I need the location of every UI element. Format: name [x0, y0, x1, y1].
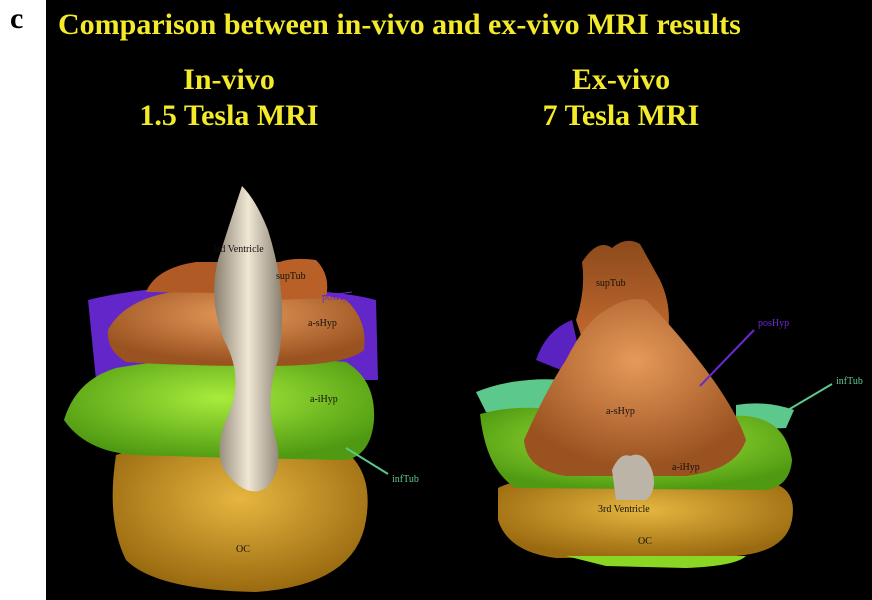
ex-vivo-heading-line1: Ex-vivo [571, 63, 671, 96]
third-ventricle-structure-exvivo [612, 454, 654, 500]
in-vivo-heading-line2: 1.5 Tesla MRI [139, 99, 319, 132]
in-vivo-heading-line1: In-vivo [183, 63, 275, 96]
ex-vivo-heading-line2: 7 Tesla MRI [542, 99, 700, 132]
panel-letter: c [10, 2, 24, 35]
figure-panel: Comparison between in-vivo and ex-vivo M… [46, 0, 872, 600]
suptub-structure-right [272, 258, 328, 300]
oc-underside [566, 556, 746, 568]
label-third-ventricle-left: 3rd Ventricle [212, 244, 264, 255]
label-suptub-right: supTub [596, 278, 626, 289]
label-suptub-left: supTub [276, 271, 306, 282]
label-inftub-left: infTub [392, 474, 419, 485]
label-a-ihyp-left: a-iHyp [310, 394, 338, 405]
label-a-shyp-right: a-sHyp [606, 406, 635, 417]
oc-structure-exvivo [498, 478, 793, 558]
third-ventricle-structure [214, 186, 283, 492]
inftub-pointer-exvivo [787, 383, 833, 411]
mri-renderings: 3rd Ventricle supTub posHyp a-sHyp a-iHy… [64, 186, 863, 592]
a-shyp-structure-exvivo [524, 299, 746, 476]
oc-structure [112, 437, 368, 592]
in-vivo-heading: In-vivo 1.5 Tesla MRI [104, 62, 354, 134]
label-inftub-right: infTub [836, 376, 863, 387]
ex-vivo-heading: Ex-vivo 7 Tesla MRI [496, 62, 746, 134]
label-third-ventricle-right: 3rd Ventricle [598, 504, 650, 515]
ex-vivo-model: supTub posHyp infTub a-sHyp a-iHyp 3rd V… [476, 240, 863, 568]
label-a-shyp-left: a-sHyp [308, 318, 337, 329]
inftub-pointer [345, 447, 389, 475]
in-vivo-model: 3rd Ventricle supTub posHyp a-sHyp a-iHy… [64, 186, 419, 592]
label-oc-left: OC [236, 544, 250, 555]
poshyp-pointer-left [321, 291, 353, 297]
label-a-ihyp-right: a-iHyp [672, 462, 700, 473]
poshyp-pointer [699, 329, 755, 387]
figure-title: Comparison between in-vivo and ex-vivo M… [58, 8, 741, 41]
label-poshyp-left: posHyp [322, 292, 353, 303]
a-ihyp-structure [64, 357, 375, 460]
label-poshyp-right: posHyp [758, 318, 789, 329]
label-oc-right: OC [638, 536, 652, 547]
